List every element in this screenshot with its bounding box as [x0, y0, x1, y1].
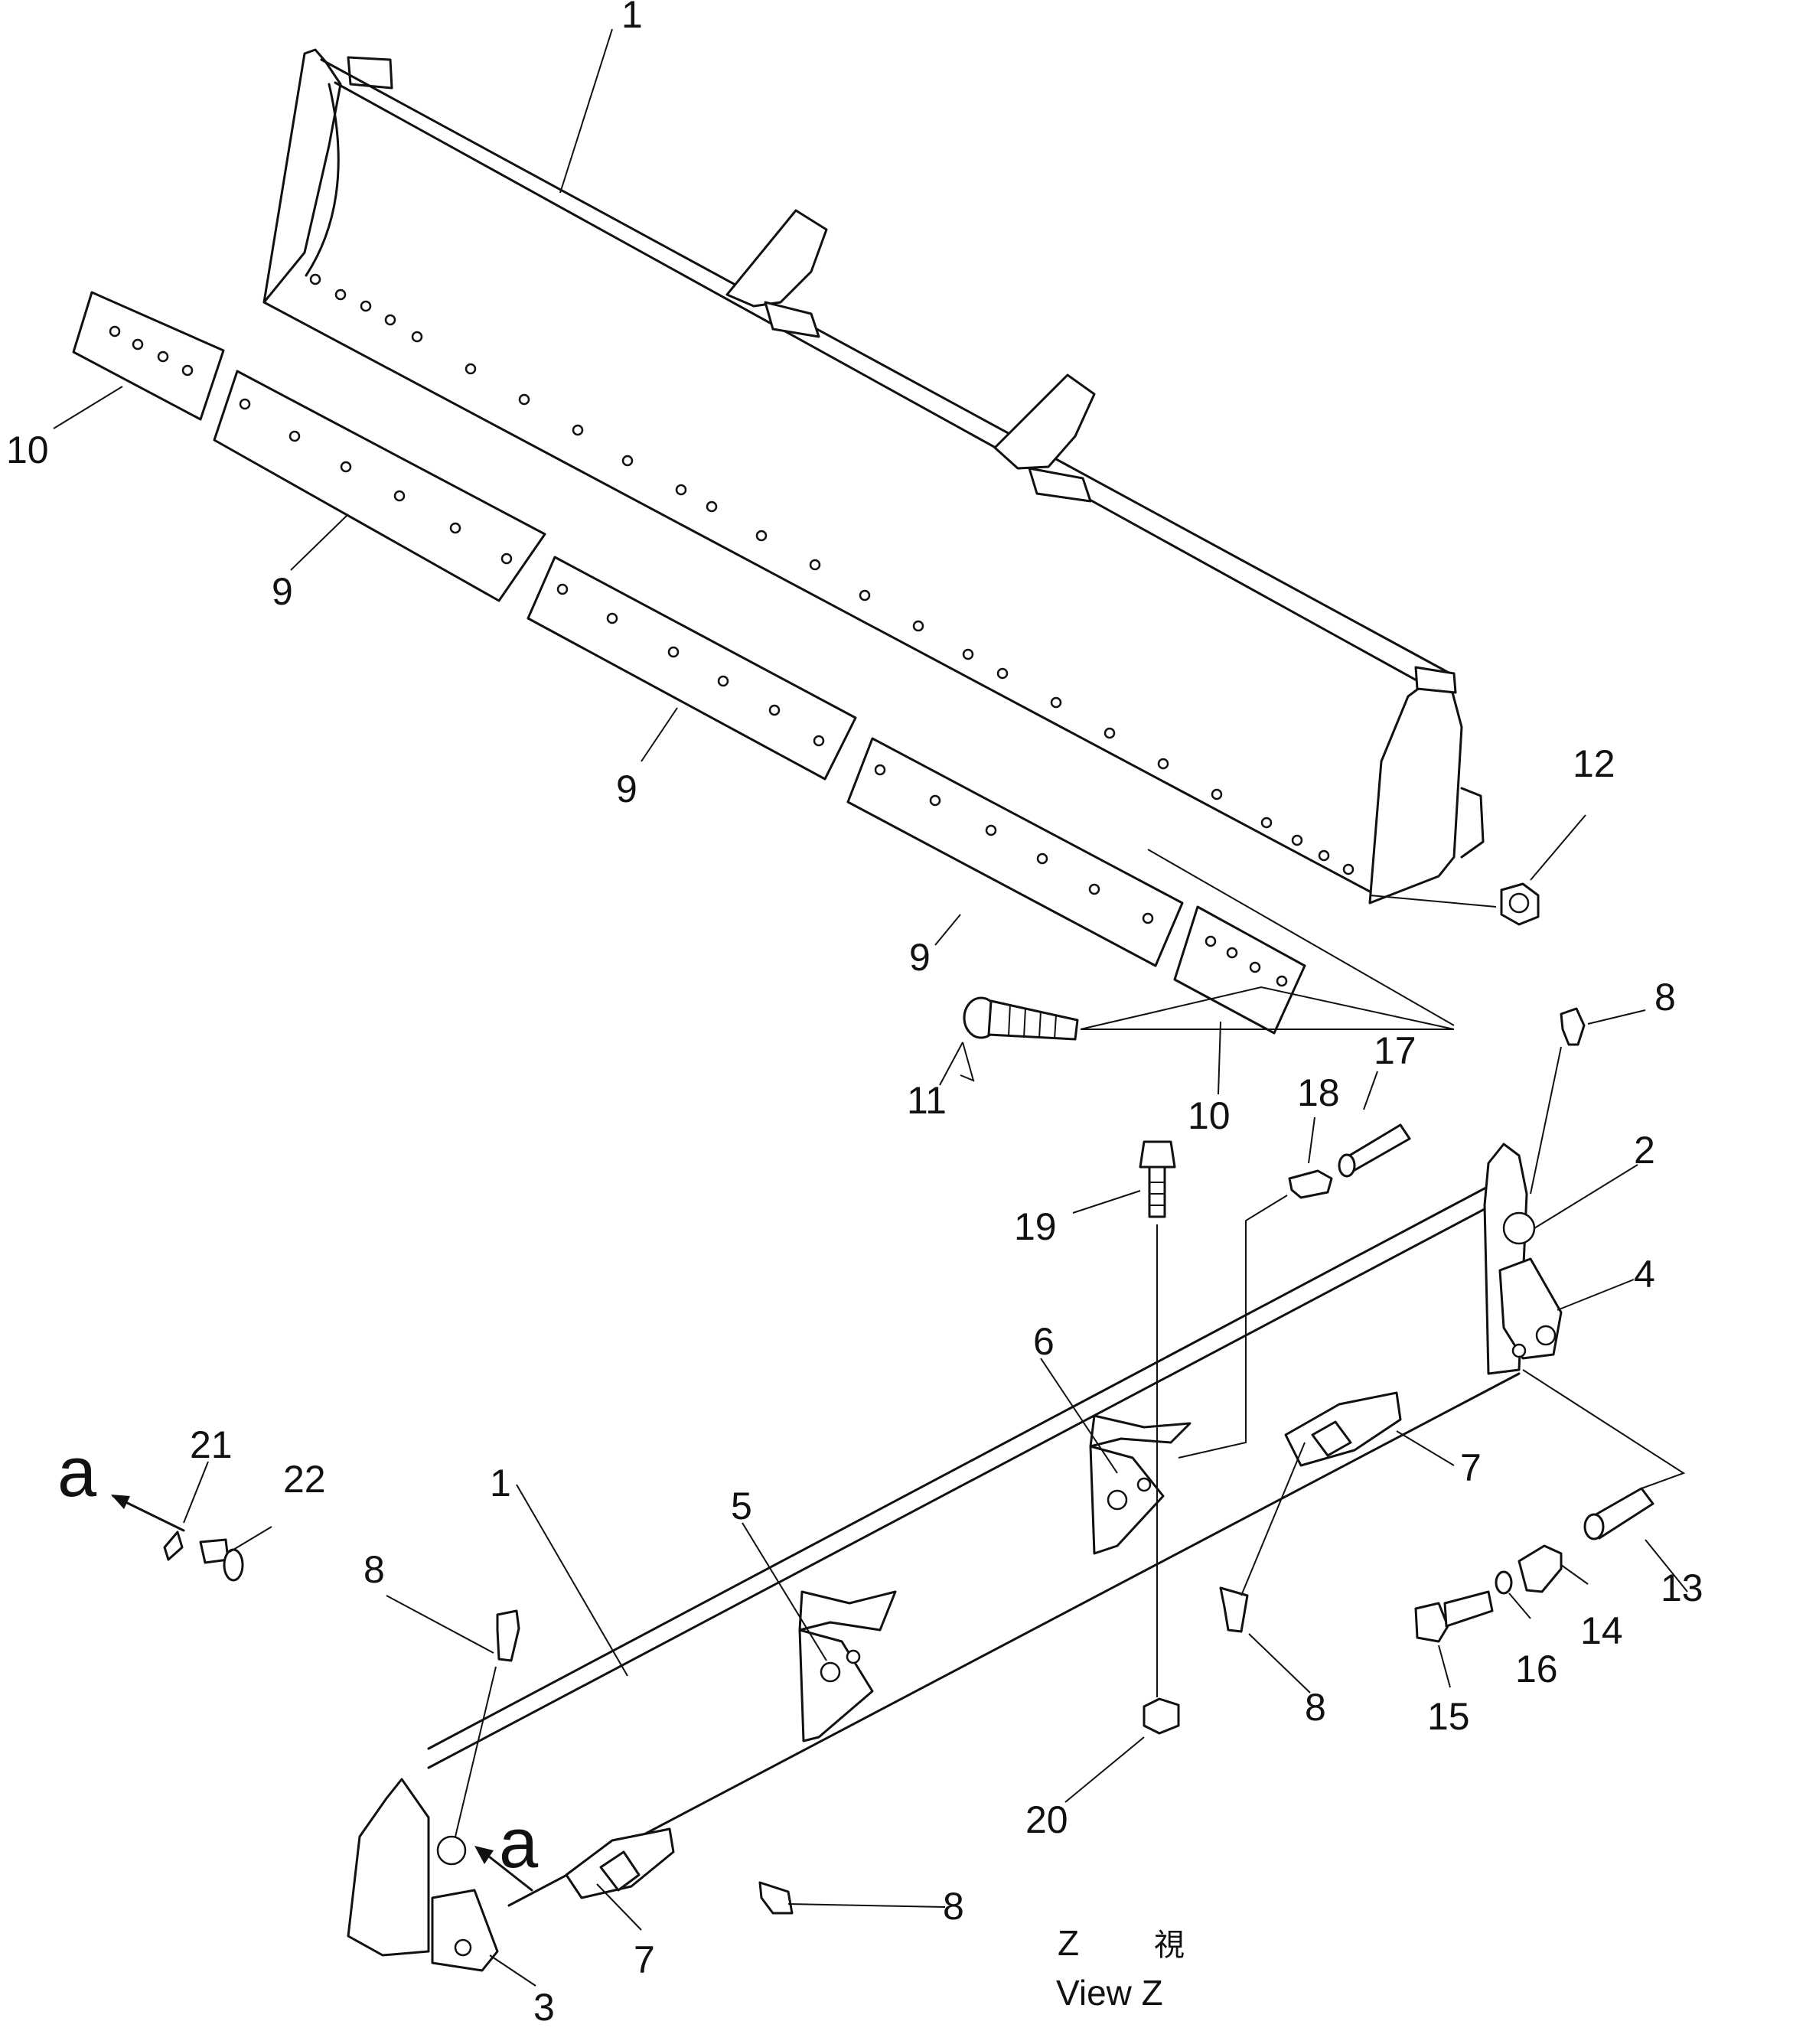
leader-lines: [53, 28, 1688, 1987]
grease-fitting-8-left: [496, 1609, 520, 1662]
cutting-edge-3: [846, 737, 1184, 967]
label-part-9-c: 9: [909, 936, 931, 979]
frame-block-7-right: [1284, 1391, 1402, 1467]
label-view-a-left: a: [57, 1433, 97, 1511]
blade-face-curve-left: [305, 83, 340, 277]
blade-top-edge: [320, 58, 1452, 675]
label-part-18: 18: [1297, 1071, 1340, 1114]
label-part-10-right: 10: [1188, 1094, 1231, 1137]
blade-bolt-holes: [309, 273, 1355, 875]
label-part-12: 12: [1573, 742, 1615, 785]
link-14: [1518, 1544, 1563, 1593]
end-bit-right: [1173, 905, 1306, 1035]
fitting-18-leader: [1178, 1195, 1288, 1459]
blade-center-bracket-1: [725, 209, 828, 308]
label-part-1-frame: 1: [490, 1462, 511, 1504]
label-part-1-blade: 1: [621, 0, 643, 36]
label-part-13: 13: [1661, 1566, 1703, 1609]
pin-13-leader: [1522, 1369, 1686, 1489]
label-part-8-top: 8: [1654, 976, 1676, 1019]
label-part-8-mid: 8: [1305, 1686, 1326, 1729]
label-part-21: 21: [190, 1423, 233, 1466]
view-arrow-left-head: [111, 1495, 130, 1509]
label-part-11: 11: [907, 1079, 947, 1122]
label-part-8-left: 8: [363, 1548, 385, 1591]
frame-bottom-edge: [507, 1372, 1521, 1907]
bolt-22: [199, 1538, 244, 1582]
label-view-a-frame: a: [499, 1804, 539, 1883]
frame-block-7-left-inner: [599, 1850, 641, 1892]
blade-center-bracket-2-plate: [1028, 467, 1092, 503]
nut-12: [1500, 882, 1540, 926]
blade-right-rear-bracket: [1460, 787, 1485, 859]
caption-z: Z: [1058, 1923, 1079, 1963]
blade-center-bracket-2: [993, 373, 1096, 470]
frame-top-edge: [427, 1181, 1498, 1750]
label-part-2: 2: [1634, 1129, 1655, 1172]
bolt-15: [1414, 1590, 1494, 1643]
frame-left-end-plate: [347, 1778, 430, 1957]
caption-kanji: 視: [1154, 1928, 1185, 1963]
caption-view-z: View Z: [1056, 1973, 1163, 2013]
label-part-16: 16: [1515, 1648, 1558, 1690]
cutting-edge-2: [526, 556, 857, 781]
washer-16: [1495, 1570, 1513, 1595]
blade-left-end-plate: [262, 48, 342, 304]
pin-17: [1338, 1123, 1411, 1178]
frame-left-bracket-3: [431, 1889, 499, 1972]
label-part-9-b: 9: [616, 768, 637, 810]
label-part-6: 6: [1033, 1320, 1055, 1363]
label-part-8-bottom: 8: [943, 1885, 964, 1928]
blade-top-inner-edge: [334, 81, 1440, 694]
label-part-15: 15: [1427, 1695, 1470, 1738]
label-part-10-left: 10: [6, 429, 49, 471]
fitting-18: [1288, 1169, 1333, 1199]
label-part-14: 14: [1580, 1609, 1623, 1652]
label-part-17: 17: [1374, 1029, 1416, 1072]
cutting-edge-1: [213, 370, 546, 602]
label-part-19: 19: [1014, 1205, 1057, 1248]
blade-right-end-plate: [1368, 683, 1463, 905]
frame-bracket-6: [1089, 1414, 1192, 1448]
label-part-5: 5: [731, 1485, 752, 1527]
grease-fitting-8-bottom: [758, 1881, 794, 1915]
label-part-7-right: 7: [1460, 1446, 1482, 1489]
blade-right-top-lug: [1414, 666, 1457, 694]
plate-21: [163, 1531, 184, 1561]
frame-block-7-right-inner: [1311, 1420, 1352, 1457]
label-part-9-a: 9: [272, 570, 293, 613]
label-part-7-left: 7: [634, 1938, 655, 1981]
label-part-3: 3: [533, 1986, 555, 2029]
view-arrow-frame-head: [474, 1846, 494, 1864]
grease-fitting-8-top: [1560, 1007, 1586, 1046]
blade-lower-edge: [262, 301, 1371, 893]
label-part-22: 22: [283, 1458, 326, 1501]
nut-20: [1143, 1697, 1180, 1735]
blade-assembly: [262, 48, 1485, 905]
pin-13: [1583, 1487, 1654, 1540]
label-part-4: 4: [1634, 1253, 1655, 1296]
end-bit-left: [72, 291, 225, 421]
bolt-nut-leader-lines: [1080, 849, 1497, 1030]
frame-bracket-5-plate: [798, 1628, 874, 1742]
frame-top-inner-edge: [427, 1201, 1498, 1769]
blade-center-bracket-1-plate: [764, 301, 820, 338]
bolt-19: [1139, 1140, 1176, 1218]
label-part-20: 20: [1025, 1798, 1068, 1841]
grease-fitting-8-mid: [1219, 1586, 1249, 1633]
frame-assembly: [347, 1143, 1563, 1972]
frame-bracket-5: [798, 1590, 897, 1632]
blade-left-top-lug: [347, 56, 393, 90]
bolt-11: [963, 996, 1079, 1041]
